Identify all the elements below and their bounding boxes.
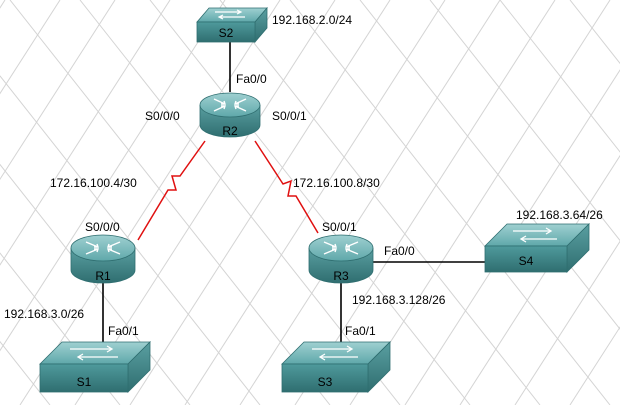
- grid-line: [514, 240, 620, 405]
- switch-s4[interactable]: S4: [484, 223, 590, 273]
- switch-s1[interactable]: S1: [39, 341, 151, 393]
- router-r1[interactable]: R1: [70, 234, 136, 284]
- network-label-s2: 192.168.2.0/24: [272, 13, 352, 27]
- network-label-s1: 192.168.3.0/26: [4, 307, 84, 321]
- switch-s3[interactable]: S3: [281, 341, 391, 393]
- router-arrows-icon: [213, 98, 247, 112]
- grid-line: [19, 0, 281, 405]
- router-r2[interactable]: R2: [199, 92, 261, 138]
- grid-line: [0, 0, 116, 181]
- switch-s2-name: S2: [219, 26, 234, 40]
- grid-line: [499, 0, 620, 153]
- router-r3[interactable]: R3: [308, 234, 374, 284]
- serial-link-r1-r2: [137, 140, 206, 241]
- router-arrows-icon: [323, 241, 359, 255]
- grid-line: [149, 0, 471, 405]
- interface-label-r1-s000: S0/0/0: [85, 220, 120, 234]
- grid-line: [239, 0, 501, 405]
- labels: 192.168.2.0/24 Fa0/0 S0/0/0 S0/0/1 172.1…: [4, 13, 603, 338]
- grid-line: [0, 163, 191, 405]
- network-label-s4: 192.168.3.64/26: [516, 208, 603, 222]
- switch-arrows-icon: [513, 227, 557, 243]
- grid-line: [184, 0, 446, 405]
- switch-arrows-icon: [312, 345, 358, 361]
- interface-label-r2-s000: S0/0/0: [145, 109, 180, 123]
- grid-line: [79, 0, 401, 405]
- serial-link-r2-r3: [254, 140, 319, 234]
- switch-s2[interactable]: S2: [196, 6, 268, 44]
- grid-line: [0, 0, 171, 266]
- grid-line: [569, 326, 620, 405]
- switch-s3-name: S3: [318, 375, 333, 389]
- grid-line: [9, 0, 331, 405]
- interface-label-r3-s001: S0/0/1: [322, 220, 357, 234]
- interface-label-r2-s001: S0/0/1: [272, 109, 307, 123]
- grid-line: [0, 0, 226, 352]
- grid-line: [294, 0, 556, 405]
- network-label-s3: 192.168.3.128/26: [352, 293, 446, 307]
- router-r2-name: R2: [222, 124, 238, 138]
- grid-line: [359, 0, 620, 330]
- switch-arrows-icon: [215, 9, 245, 20]
- network-label-r1-r2: 172.16.100.4/30: [50, 176, 137, 190]
- grid-line: [429, 0, 620, 242]
- grid-line: [289, 0, 611, 405]
- interface-label-r3-fa01: Fa0/1: [345, 324, 376, 338]
- router-r3-name: R3: [333, 269, 349, 283]
- interface-label-r1-fa01: Fa0/1: [108, 324, 139, 338]
- grid-line: [404, 69, 620, 405]
- router-r1-name: R1: [95, 269, 111, 283]
- grid-line: [0, 75, 261, 405]
- switch-s1-name: S1: [77, 375, 92, 389]
- switch-arrows-icon: [70, 345, 118, 361]
- grid-line: [0, 0, 61, 95]
- grid-line: [569, 0, 620, 65]
- grid-line: [0, 252, 121, 405]
- network-label-r2-r3: 172.16.100.8/30: [293, 176, 380, 190]
- grid-line: [459, 154, 620, 405]
- switch-s4-name: S4: [519, 254, 534, 268]
- grid-line: [219, 0, 541, 405]
- grid-line: [129, 0, 391, 405]
- router-arrows-icon: [85, 241, 121, 255]
- interface-label-r3-fa00: Fa0/0: [384, 244, 415, 258]
- interface-label-r2-fa00: Fa0/0: [236, 72, 267, 86]
- grid-line: [349, 0, 611, 405]
- grid-line: [74, 0, 336, 405]
- grid-line: [0, 340, 51, 405]
- links: [102, 40, 490, 350]
